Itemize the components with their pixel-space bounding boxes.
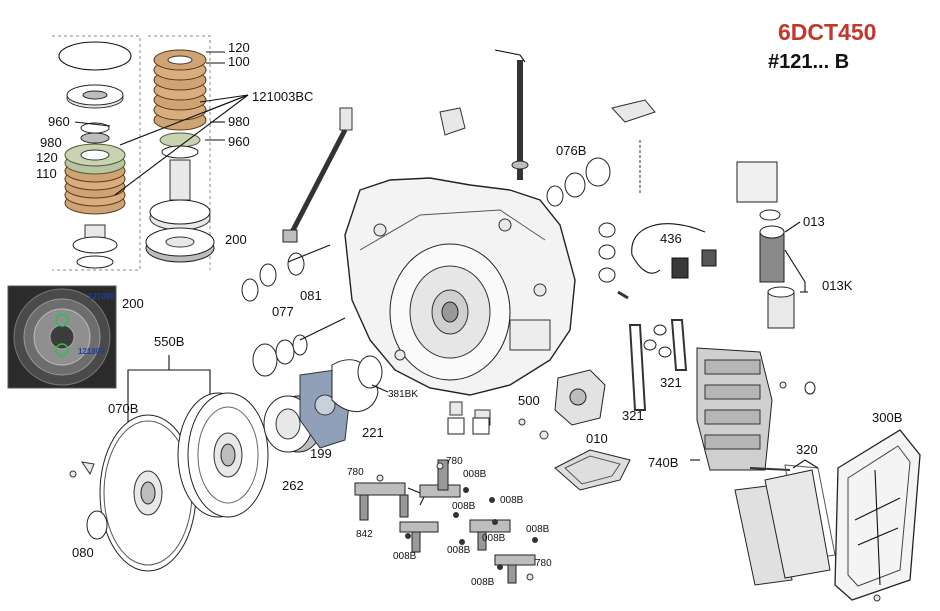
callout-381bk: 381BK xyxy=(388,389,418,400)
callout-008b-4: 008B xyxy=(526,524,550,535)
callout-100: 100 xyxy=(228,54,250,69)
callout-008b-1: 008B xyxy=(463,469,487,480)
photo-label-121800: 121800 xyxy=(78,347,105,356)
callout-076b: 076B xyxy=(556,143,586,158)
clutch-photo-inset: 121098 121800 xyxy=(7,285,117,389)
callout-436: 436 xyxy=(660,231,682,246)
callout-550b: 550B xyxy=(154,334,184,349)
callout-008b-8: 008B xyxy=(471,577,495,588)
callout-008b-6: 008B xyxy=(447,545,471,556)
callout-008b-2: 008B xyxy=(500,495,524,506)
plugs xyxy=(447,401,549,440)
callout-262: 262 xyxy=(282,478,304,493)
callout-500: 500 xyxy=(518,393,540,408)
photo-label-121098: 121098 xyxy=(88,292,115,301)
callout-320: 320 xyxy=(796,442,818,457)
callout-780-top: 780 xyxy=(446,456,463,467)
callout-780-bottom: 780 xyxy=(535,558,552,569)
callout-013: 013 xyxy=(803,214,825,229)
oil-pan-300b xyxy=(834,429,921,602)
callout-740b: 740B xyxy=(648,455,678,470)
callout-008b-5: 008B xyxy=(482,533,506,544)
transmission-housing xyxy=(344,49,656,396)
callout-120-left: 120 xyxy=(36,150,58,165)
callout-008b-3: 008B xyxy=(452,501,476,512)
seal-stack-right xyxy=(598,222,629,300)
callout-077: 077 xyxy=(272,304,294,319)
callout-321-right: 321 xyxy=(660,375,682,390)
diagram-subtitle: #121... B xyxy=(768,51,849,73)
seals-076b xyxy=(546,140,641,207)
callout-110: 110 xyxy=(36,166,57,181)
callout-960-right: 960 xyxy=(228,134,250,149)
valve-body-740b xyxy=(690,347,816,471)
diagram-title: 6DCT450 xyxy=(778,19,876,45)
callout-013k: 013K xyxy=(822,278,853,293)
callout-120-top: 120 xyxy=(228,40,250,55)
oil-filter-010 xyxy=(554,449,631,491)
separator-plates-320 xyxy=(734,459,836,586)
shift-forks xyxy=(354,459,538,584)
seal-rings-group xyxy=(241,244,346,377)
callout-010: 010 xyxy=(586,431,608,446)
shift-rod xyxy=(282,107,353,243)
callout-121003bc: 121003BC xyxy=(252,89,313,104)
callout-780-left: 780 xyxy=(347,467,364,478)
callout-070b: 070B xyxy=(108,401,138,416)
callout-980-left: 980 xyxy=(40,135,62,150)
callout-081: 081 xyxy=(300,288,322,303)
callout-200-photo: 200 xyxy=(122,296,144,311)
gaskets-321 xyxy=(628,319,688,411)
clutch-callout-lines xyxy=(74,51,249,196)
callout-300b: 300B xyxy=(872,410,902,425)
flywheel-group xyxy=(69,355,383,572)
pump-500 xyxy=(554,369,606,426)
callout-080: 080 xyxy=(72,545,94,560)
callout-321-left: 321 xyxy=(622,408,644,423)
filter-013 xyxy=(736,161,808,329)
callout-008b-7: 008B xyxy=(393,551,417,562)
clutch-exploded-view xyxy=(52,35,215,271)
callout-842: 842 xyxy=(356,529,373,540)
callout-199: 199 xyxy=(310,446,332,461)
callout-960-left: 960 xyxy=(48,114,70,129)
callout-980-right: 980 xyxy=(228,114,250,129)
callout-221: 221 xyxy=(362,425,384,440)
sensor-436 xyxy=(631,223,717,279)
callout-200-top: 200 xyxy=(225,232,247,247)
